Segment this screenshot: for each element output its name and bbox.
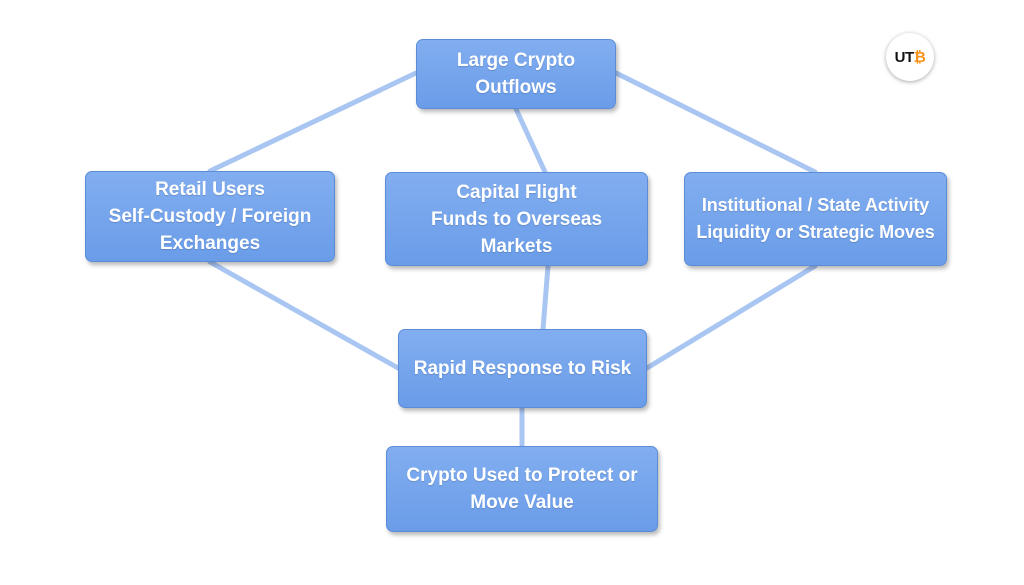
node-label-line: Crypto Used to Protect or bbox=[406, 465, 638, 486]
connector-top-to-center bbox=[513, 106, 548, 175]
node-crypto-used-to-protect: Crypto Used to Protect or Move Value bbox=[386, 446, 658, 532]
logo-text: UT bbox=[894, 48, 915, 66]
connector-top-to-left bbox=[207, 70, 419, 174]
node-large-crypto-outflows: Large Crypto Outflows bbox=[416, 39, 616, 109]
node-label-line: Rapid Response to Risk bbox=[413, 358, 632, 379]
node-label-line: Retail Users bbox=[155, 179, 265, 200]
connector-right-to-risk bbox=[644, 263, 818, 371]
connector-center-to-risk bbox=[540, 263, 551, 332]
connector-left-to-risk bbox=[207, 259, 401, 371]
utb-logo: UT₿ bbox=[886, 33, 934, 81]
node-label-line: Capital Flight bbox=[456, 181, 577, 203]
node-label-line: Markets bbox=[480, 235, 553, 257]
node-capital-flight: Capital Flight Funds to Overseas Markets bbox=[385, 172, 648, 266]
node-rapid-response-to-risk: Rapid Response to Risk bbox=[398, 329, 647, 408]
node-label-line: Liquidity or Strategic Moves bbox=[696, 222, 935, 242]
bitcoin-icon: ₿ bbox=[913, 48, 926, 66]
node-institutional-state-activity: Institutional / State Activity Liquidity… bbox=[684, 172, 947, 266]
node-retail-users: Retail Users Self-Custody / Foreign Exch… bbox=[85, 171, 335, 262]
node-label-line: Large Crypto bbox=[456, 50, 576, 71]
node-label-line: Exchanges bbox=[159, 233, 261, 254]
node-label-line: Move Value bbox=[470, 492, 574, 513]
node-label-line: Outflows bbox=[475, 77, 557, 98]
connector-top-to-right bbox=[613, 70, 818, 175]
node-label-line: Funds to Overseas bbox=[430, 208, 603, 230]
node-label-line: Self-Custody / Foreign bbox=[108, 206, 312, 227]
node-label-line: Institutional / State Activity bbox=[701, 195, 930, 215]
